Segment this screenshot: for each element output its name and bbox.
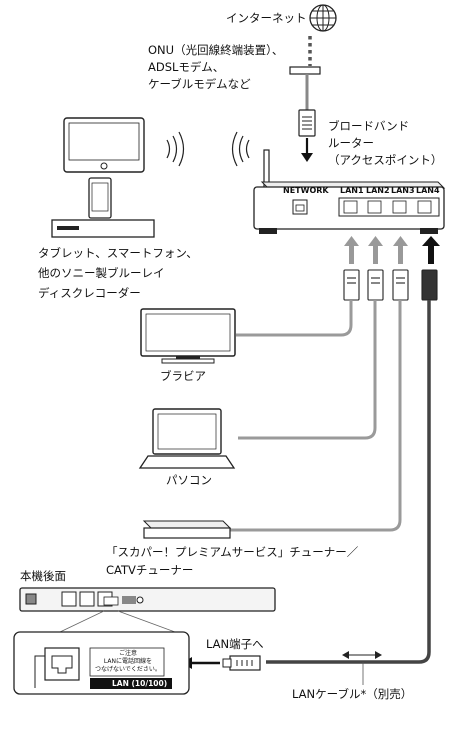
- tuner-icon: [142, 520, 232, 539]
- network-port-label: NETWORK: [283, 186, 329, 195]
- lan3-port-label: LAN3: [391, 186, 415, 195]
- lan1-port-label: LAN1: [340, 186, 364, 195]
- tablet-icon: [63, 117, 145, 173]
- wifi-waves-icon: [166, 131, 250, 167]
- down-arrow-icon: [301, 138, 313, 162]
- laptop-icon: [138, 408, 236, 469]
- rear-panel-label: 本機後面: [20, 569, 66, 583]
- internet-label: インターネット: [226, 11, 307, 25]
- pc-label: パソコン: [166, 473, 212, 487]
- lan-port-label: LAN端子へ: [206, 637, 264, 651]
- wireless-devices-label: タブレット、スマートフォン、 他のソニー製ブルーレイ ディスクレコーダー: [38, 246, 198, 300]
- tv-icon: [140, 308, 236, 364]
- lan2-port-label: LAN2: [366, 186, 390, 195]
- modem-icon: [289, 66, 321, 75]
- smartphone-icon: [88, 177, 112, 219]
- modem-label: ONU（光回線終端装置）、 ADSLモデム、 ケーブルモデムなど: [148, 43, 284, 91]
- router-icon: [253, 181, 446, 234]
- zoom-callout: [59, 610, 176, 633]
- router-label: ブロードバンド ルーター （アクセスポイント）: [328, 119, 443, 167]
- caution-text: LANに電話回線を つなげないでください。: [95, 658, 161, 673]
- lan-plug-end-icon: [222, 655, 261, 671]
- lan-plugs-icon: [343, 269, 438, 301]
- lan-port-spec-label: LAN (10/100): [112, 679, 168, 688]
- double-arrow-icon: [342, 651, 382, 685]
- rear-panel-icon: [19, 587, 276, 612]
- globe-icon: [309, 4, 337, 32]
- lan-cable-main: [266, 300, 431, 664]
- recorder-icon: [51, 219, 155, 238]
- lan-cables: [230, 300, 402, 532]
- caution-title: ご注意: [119, 650, 138, 657]
- tv-label: ブラビア: [160, 369, 206, 383]
- lan-cable-label: LANケーブル*（別売）: [292, 687, 413, 701]
- lan4-port-label: LAN4: [416, 186, 440, 195]
- lan-port-detail-panel: [13, 631, 190, 695]
- rj45-plug-icon: [298, 109, 316, 137]
- up-arrows-icon: [344, 236, 440, 264]
- tuner-label: 「スカパー！プレミアムサービス」チューナー／ CATVチューナー: [106, 545, 359, 577]
